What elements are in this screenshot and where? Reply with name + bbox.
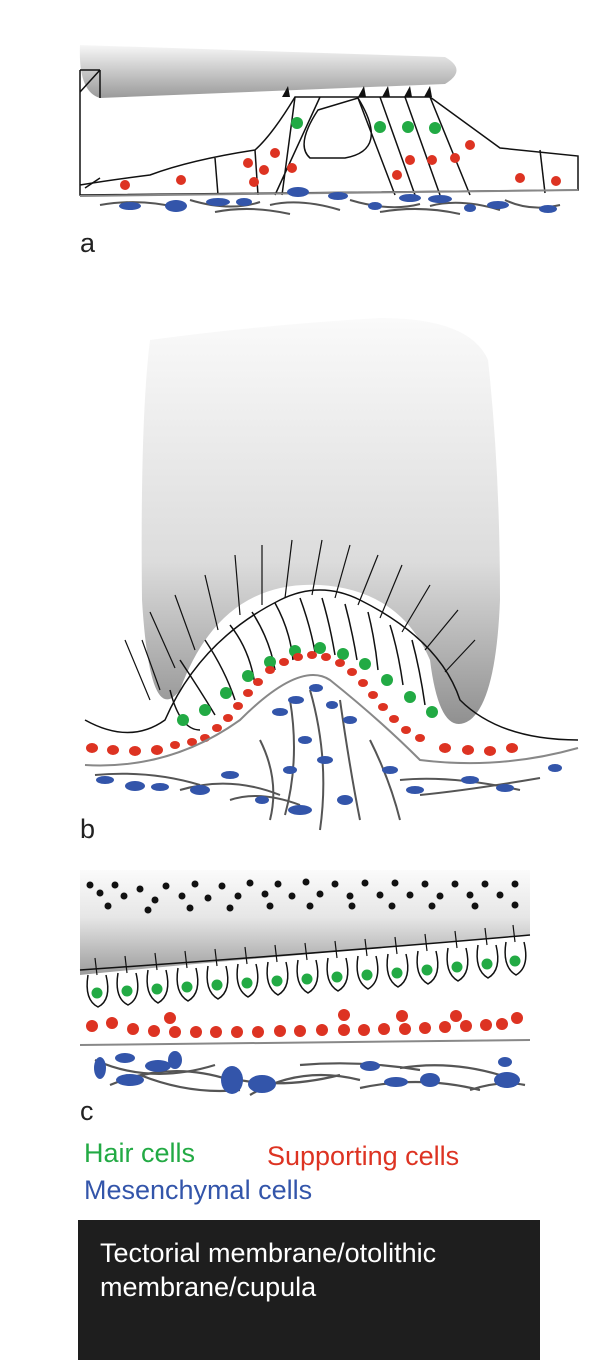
- hair-bundles-a: [282, 86, 432, 97]
- epithelium-outline-a: [79, 69, 579, 196]
- cupula: [141, 318, 500, 724]
- kinocilia-b: [124, 539, 476, 701]
- panel-label-b: b: [80, 814, 96, 844]
- hair-cells-c: [91, 955, 521, 999]
- panel-b-diagram: [84, 318, 579, 831]
- otolithic-membrane: [80, 870, 530, 975]
- panel-a-diagram: [79, 45, 579, 215]
- mesenchymal-cells-c: [94, 1051, 520, 1094]
- basement-membrane-c: [79, 1039, 531, 1046]
- basement-membrane-b: [84, 674, 579, 767]
- hair-cells-b: [177, 642, 438, 726]
- panel-label-c: c: [80, 1096, 94, 1126]
- hair-cells-a: [291, 117, 441, 134]
- supporting-cells-a: [120, 140, 561, 190]
- panel-c-diagram: [79, 870, 531, 1096]
- otoconia-c: [86, 878, 519, 914]
- mesenchymal-cells-a: [119, 187, 557, 213]
- hair-cells-outline-c: [79, 934, 531, 1008]
- legend-supporting-cells: Supporting cells: [267, 1141, 460, 1171]
- mesenchymal-cells-b: [96, 684, 562, 815]
- membrane-key-label: Tectorial membrane/otolithic membrane/cu…: [100, 1238, 437, 1302]
- tectorial-membrane-a: [79, 45, 457, 98]
- membrane-key-box: Tectorial membrane/otolithic membrane/cu…: [78, 1220, 540, 1360]
- hair-cells-outline-b: [84, 589, 579, 741]
- supporting-cells-c: [86, 1009, 523, 1038]
- supporting-cells-b: [86, 651, 518, 756]
- legend-hair-cells: Hair cells: [84, 1138, 196, 1168]
- legend-mesenchymal-cells: Mesenchymal cells: [84, 1175, 313, 1205]
- basement-membrane-a: [79, 189, 579, 197]
- kinocilia-c: [94, 924, 516, 976]
- panel-label-a: a: [80, 228, 96, 258]
